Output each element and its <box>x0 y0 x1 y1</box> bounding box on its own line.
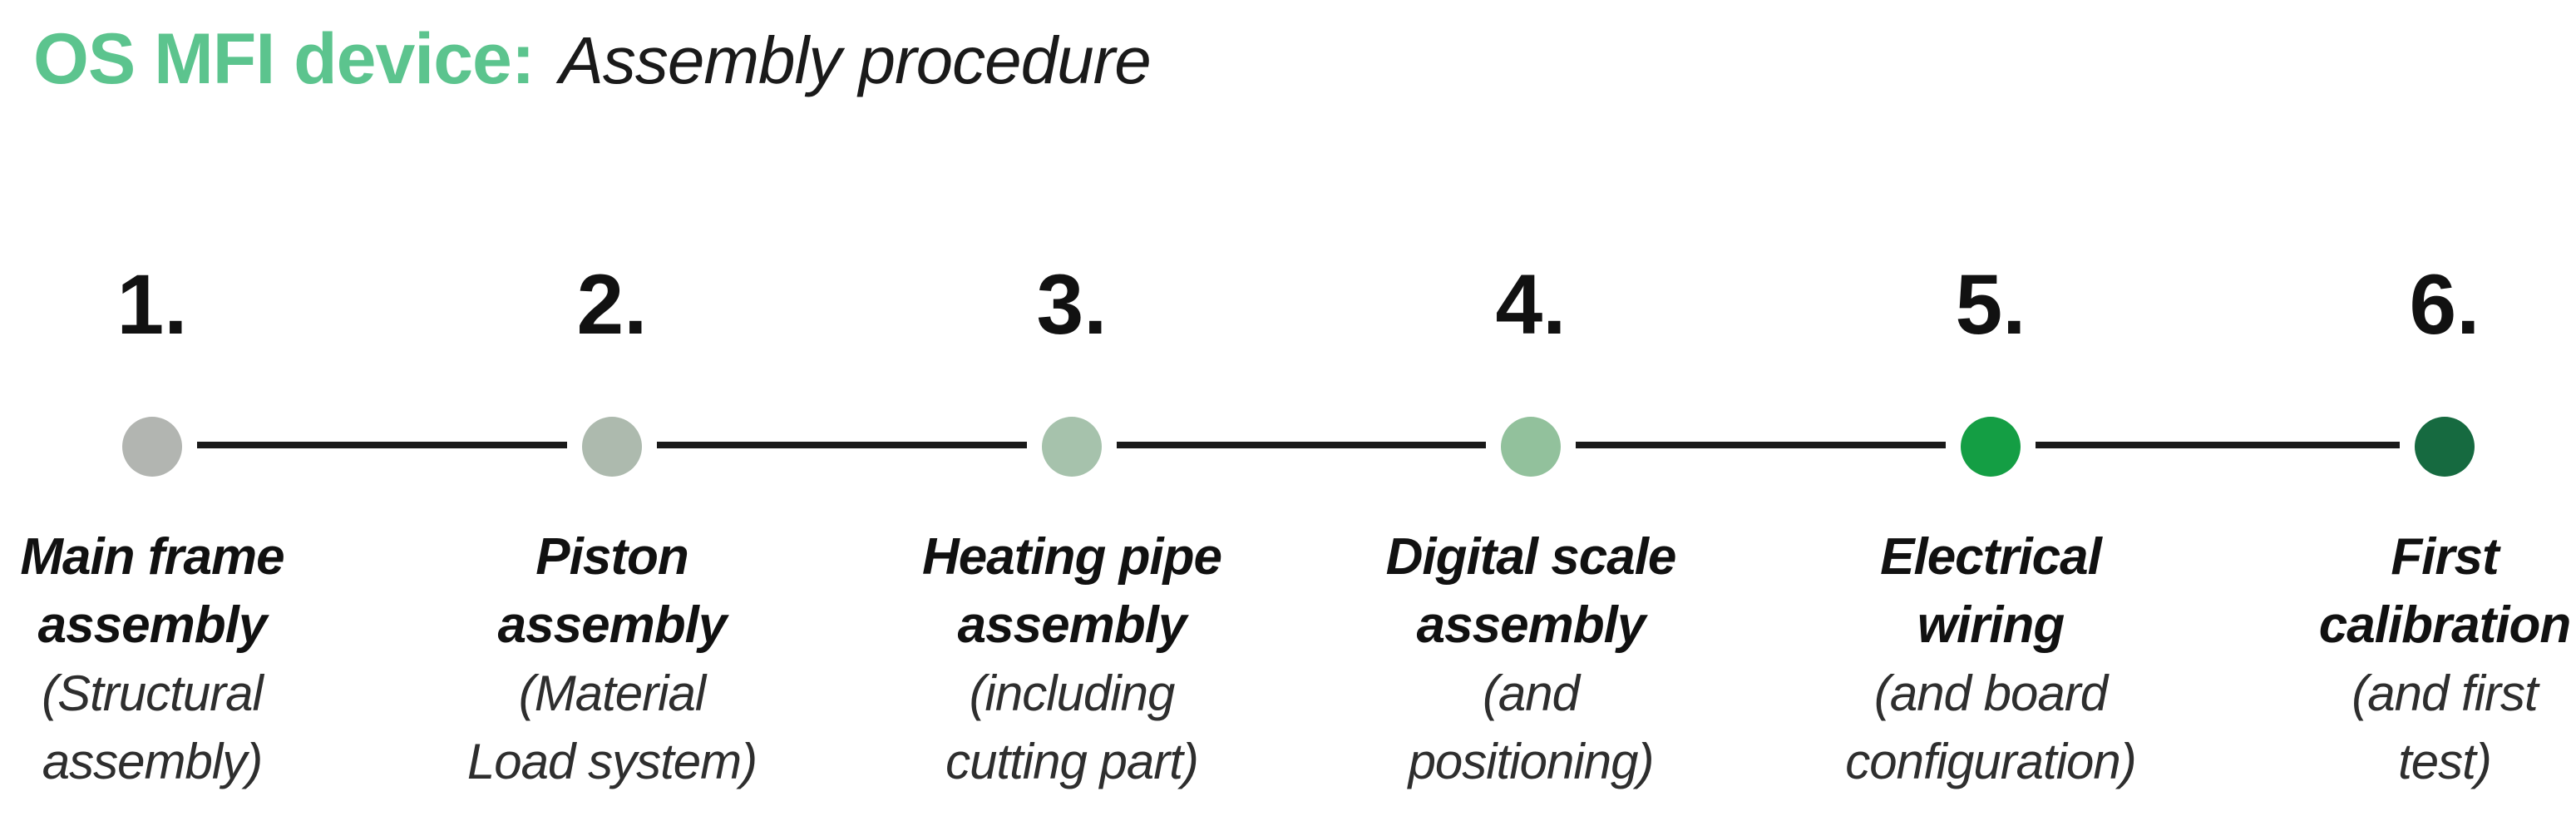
connector-line-1-2 <box>197 442 567 448</box>
step-number: 2. <box>576 257 648 352</box>
step-number: 1. <box>116 257 188 352</box>
step-title: Heating pipe assembly <box>921 528 1222 654</box>
timeline-step-4: 4. Digital scale assembly (and positioni… <box>1331 262 1730 796</box>
page-header: OS MFI device: Assembly procedure <box>33 18 1152 101</box>
timeline-step-5: 5. Electrical wiring (and board configur… <box>1791 262 2190 796</box>
connector-line-5-6 <box>2036 442 2400 448</box>
step-subtitle: (including cutting part) <box>945 665 1199 789</box>
step-dot <box>2415 417 2475 477</box>
step-dot <box>1501 417 1561 477</box>
step-title: Piston assembly <box>497 528 728 654</box>
step-dot <box>582 417 642 477</box>
step-dot <box>1961 417 2021 477</box>
step-subtitle: (and board configuration) <box>1845 665 2137 789</box>
step-dot <box>122 417 182 477</box>
step-title: Electrical wiring <box>1880 528 2102 654</box>
step-subtitle: (and first test) <box>2351 665 2538 789</box>
step-subtitle: (Structural assembly) <box>42 665 264 789</box>
page-title: OS MFI device: <box>33 19 535 99</box>
timeline-step-2: 2. Piston assembly (Material Load system… <box>412 262 812 796</box>
timeline-step-6: 6. First calibration (and first test) <box>2245 262 2576 796</box>
step-number: 5. <box>1955 257 2026 352</box>
step-number: 6. <box>2409 257 2480 352</box>
timeline-step-3: 3. Heating pipe assembly (including cutt… <box>872 262 1271 796</box>
step-title: Main frame assembly <box>20 528 284 654</box>
step-subtitle: (and positioning) <box>1408 665 1655 789</box>
step-number: 3. <box>1036 257 1108 352</box>
timeline-step-1: 1. Main frame assembly (Structural assem… <box>0 262 352 796</box>
step-subtitle: (Material Load system) <box>466 665 758 789</box>
step-title: First calibration <box>2318 528 2572 654</box>
connector-line-2-3 <box>657 442 1027 448</box>
connector-line-4-5 <box>1576 442 1946 448</box>
step-dot <box>1042 417 1102 477</box>
page-subtitle: Assembly procedure <box>559 23 1152 97</box>
connector-line-3-4 <box>1117 442 1486 448</box>
step-title: Digital scale assembly <box>1385 528 1677 654</box>
step-number: 4. <box>1495 257 1567 352</box>
